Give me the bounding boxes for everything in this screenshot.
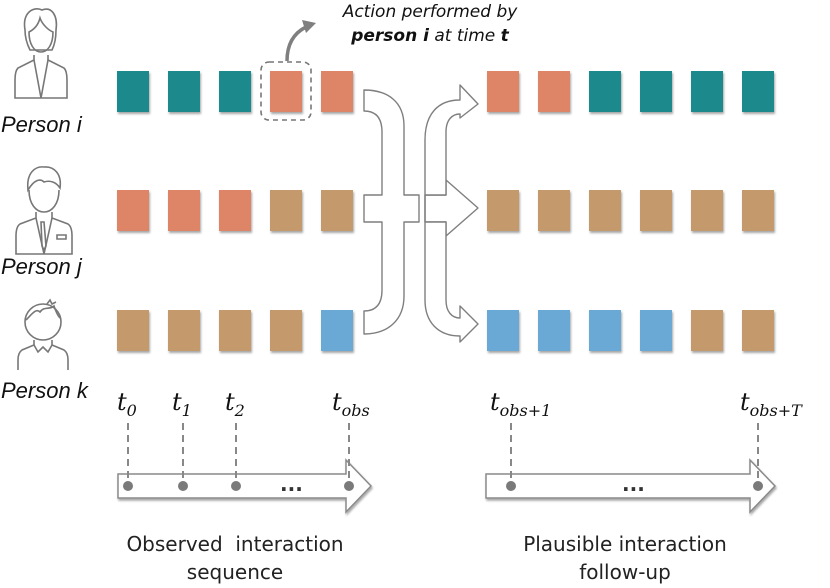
tick-tobsT: tobs+T [740, 388, 802, 420]
action-square [640, 71, 672, 112]
action-square [117, 190, 149, 231]
action-square [168, 71, 200, 112]
observed-sequences [117, 71, 353, 351]
action-square [321, 71, 353, 112]
annotation-time: t [500, 26, 509, 46]
action-square [691, 310, 723, 351]
highlight-box [260, 61, 312, 121]
future-caption-line2: follow-up [579, 560, 671, 584]
tick-t1: t1 [172, 388, 192, 420]
tick-tobs1: tobs+1 [490, 388, 552, 420]
action-square [270, 310, 302, 351]
observed-caption: Observed interaction sequence [100, 530, 370, 586]
action-square [589, 71, 621, 112]
action-square [168, 190, 200, 231]
annotation-mid: at time [428, 26, 501, 46]
action-square [742, 190, 774, 231]
future-caption-line1: Plausible interaction [523, 532, 727, 556]
tick-t0: t0 [117, 388, 137, 420]
action-square [219, 190, 251, 231]
action-square [219, 71, 251, 112]
action-square [219, 310, 251, 351]
tick-t2: t2 [225, 388, 245, 420]
future-caption: Plausible interaction follow-up [490, 530, 760, 586]
observed-caption-line2: sequence [186, 560, 284, 584]
action-square [742, 310, 774, 351]
crossing-arrows [363, 84, 479, 343]
action-square [117, 310, 149, 351]
observed-caption-line1: Observed interaction [126, 532, 344, 556]
man-suit-icon [15, 166, 73, 255]
action-square [270, 190, 302, 231]
action-square [487, 190, 519, 231]
action-square [117, 71, 149, 112]
annotation-arrow [285, 20, 316, 62]
observed-ellipsis: ... [280, 472, 303, 496]
action-square [640, 310, 672, 351]
future-ellipsis: ... [622, 472, 645, 496]
person-k-label: Person k [1, 378, 88, 403]
action-square [321, 310, 353, 351]
annotation-person: person i [351, 26, 429, 46]
action-square [538, 71, 570, 112]
action-square [589, 190, 621, 231]
future-timeline [485, 423, 777, 514]
annotation-line2: person i at time t [300, 24, 560, 48]
action-square [691, 190, 723, 231]
action-square [538, 310, 570, 351]
action-square [168, 310, 200, 351]
predicted-sequences [487, 71, 774, 351]
action-square [640, 190, 672, 231]
observed-timeline [117, 423, 373, 514]
person-j-label: Person j [1, 254, 82, 279]
action-square [270, 71, 302, 112]
action-square [589, 310, 621, 351]
action-square [691, 71, 723, 112]
annotation-text: Action performed by person i at time t [300, 0, 560, 48]
action-square [321, 190, 353, 231]
action-square [742, 71, 774, 112]
annotation-line1: Action performed by [342, 2, 518, 22]
action-square [538, 190, 570, 231]
action-square [487, 310, 519, 351]
person-i-label: Person i [1, 112, 82, 137]
tick-tobs: tobs [332, 388, 370, 420]
boy-icon [17, 298, 69, 370]
woman-icon [14, 8, 68, 99]
action-square [487, 71, 519, 112]
